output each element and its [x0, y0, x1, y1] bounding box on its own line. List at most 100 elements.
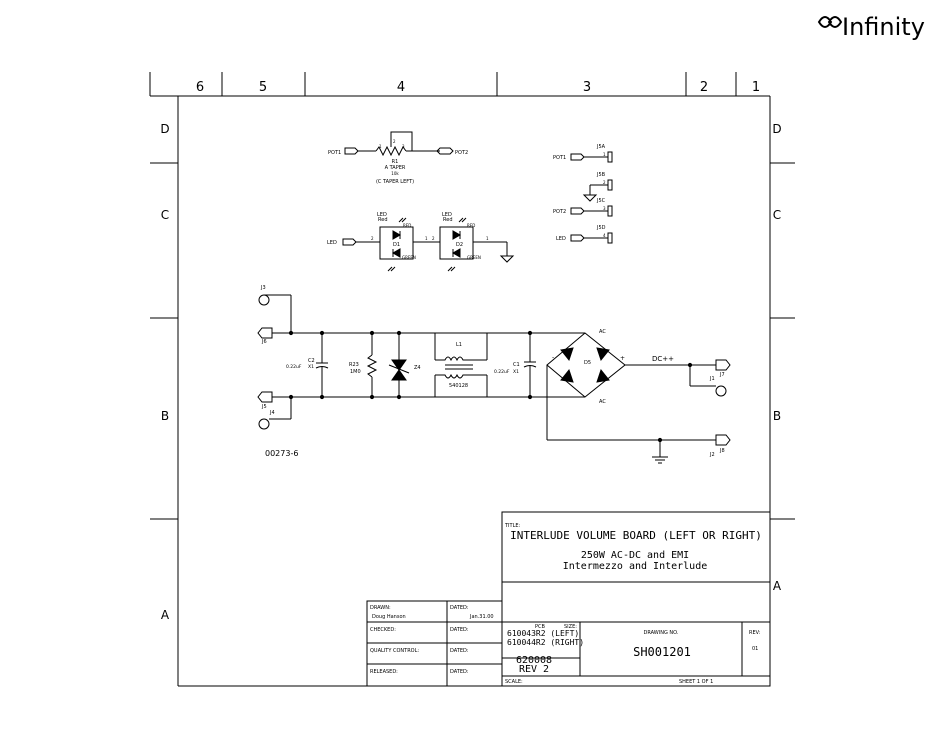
- potentiometer-r1: [344, 131, 454, 157]
- l1-ref: L1: [456, 342, 462, 348]
- d5-ac: AC: [599, 399, 606, 405]
- dc-net: DC++: [652, 355, 674, 363]
- d5-plus: +: [620, 355, 625, 362]
- brand-name: Infinity: [842, 13, 925, 41]
- pcb-right: 610044R2 (RIGHT): [507, 638, 584, 647]
- rev-value: 01: [752, 646, 758, 652]
- checked-label: CHECKED:: [370, 627, 396, 633]
- connector-ref: J5A: [596, 144, 606, 150]
- connector-ref: J5D: [596, 225, 606, 231]
- connector-pin: 2: [603, 180, 606, 185]
- dated-label: DATED:: [450, 627, 469, 633]
- dated-label: DATED:: [450, 669, 469, 675]
- qc-label: QUALITY CONTROL:: [370, 648, 419, 654]
- drawing-no-label: DRAWING NO.: [644, 630, 679, 636]
- jack-ref: J5: [261, 404, 267, 410]
- connector-pin: 3: [603, 206, 606, 211]
- connector-ref: J5B: [596, 172, 606, 178]
- jack-ref: J1: [709, 376, 715, 382]
- column-label: 3: [583, 80, 591, 95]
- dated-label: DATED:: [450, 648, 469, 654]
- pot-value: 10k: [391, 171, 399, 176]
- rev-label: REV:: [749, 630, 761, 636]
- d5-ref: D5: [584, 360, 591, 366]
- z4-ref: Z4: [414, 365, 421, 371]
- led-ref: D2: [456, 242, 463, 248]
- jack-ref: J7: [719, 372, 725, 378]
- connector-net: LED: [556, 236, 566, 242]
- row-label: A: [161, 608, 170, 622]
- drawing-frame: [149, 72, 795, 687]
- led-ref: D1: [393, 242, 400, 248]
- r23-ref: R23: [349, 362, 359, 368]
- row-label: B: [161, 409, 169, 423]
- jack-ref: J3: [260, 285, 266, 291]
- pot-pin: 3: [402, 144, 405, 149]
- led-pin: 1: [425, 236, 428, 241]
- led-label: LED: [377, 212, 387, 218]
- pot-note: (C TAPER LEFT): [376, 179, 414, 185]
- column-label: 6: [196, 80, 204, 95]
- column-label: 2: [700, 80, 708, 95]
- pcb-left: 610043R2 (LEFT): [507, 629, 579, 638]
- pot-taper: A TAPER: [385, 165, 406, 171]
- led-color: Red: [443, 217, 453, 223]
- row-label: D: [160, 122, 169, 136]
- led-pin: 2: [432, 236, 435, 241]
- led-pin: 1: [486, 236, 489, 241]
- size-label: SIZE:: [564, 624, 577, 630]
- row-label: C: [161, 208, 169, 222]
- title-block: [366, 511, 771, 687]
- c1-ref: C1: [513, 362, 520, 368]
- column-label: 5: [259, 80, 267, 95]
- led-red: RED: [403, 223, 411, 228]
- pcb-label: PCB: [535, 624, 546, 630]
- c1-value: 0.22uF: [494, 369, 510, 375]
- jack-ref: J6: [261, 339, 267, 345]
- column-label: 1: [752, 80, 760, 95]
- part-number: 00273-6: [265, 449, 298, 458]
- column-label: 4: [397, 80, 405, 95]
- released-label: RELEASED:: [370, 669, 398, 675]
- c2-value: 0.22uF: [286, 364, 302, 370]
- row-label: D: [772, 122, 781, 136]
- led-green: GREEN: [467, 255, 481, 260]
- drawing-title: INTERLUDE VOLUME BOARD (LEFT OR RIGHT): [510, 529, 762, 542]
- row-label: B: [773, 409, 781, 423]
- connector-ref: J5C: [596, 198, 606, 204]
- r23-value: 1M0: [350, 369, 361, 375]
- assy-rev: REV 2: [519, 664, 549, 675]
- connector-j5: [570, 151, 613, 244]
- dated-value: Jan.31.00: [469, 614, 494, 620]
- c2-ref: C2: [308, 358, 315, 364]
- led-color: Red: [378, 217, 388, 223]
- pot-ref: R1: [392, 159, 399, 165]
- led-label: LED: [442, 212, 452, 218]
- power-section: [257, 294, 731, 464]
- title-label: TITLE:: [504, 523, 521, 529]
- row-label: A: [773, 579, 782, 593]
- drawn-label: DRAWN:: [370, 605, 391, 611]
- d5-minus: -: [552, 354, 554, 361]
- connector-pin: 1: [603, 152, 606, 157]
- connector-pin: 4: [603, 233, 606, 238]
- net-label-pot2: POT2: [455, 150, 468, 156]
- d5-ac: AC: [599, 329, 606, 335]
- net-label-led: LED: [327, 240, 337, 246]
- led-green: GREEN: [402, 255, 416, 260]
- net-label-pot1: POT1: [328, 150, 341, 156]
- assy-number: 620008: [516, 655, 552, 666]
- jack-ref: J4: [269, 410, 275, 416]
- jack-ref: J8: [719, 448, 725, 454]
- c1-type: X1: [513, 369, 519, 375]
- row-label: C: [773, 208, 781, 222]
- l1-part: 540128: [449, 383, 468, 389]
- drawn-value: Doug Hanson: [372, 614, 406, 620]
- drawing-subtitle: 250W AC-DC and EMI: [581, 550, 689, 561]
- led-circuit: [342, 217, 515, 272]
- jack-ref: J2: [709, 452, 715, 458]
- sheet-number: SHEET 1 OF 1: [679, 679, 713, 685]
- connector-net: POT2: [553, 209, 566, 215]
- connector-net: POT1: [553, 155, 566, 161]
